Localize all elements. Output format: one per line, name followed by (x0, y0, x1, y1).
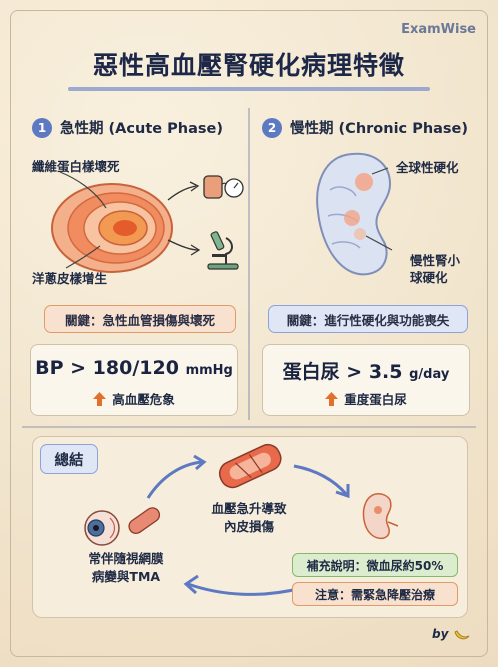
arrow-up-icon (93, 391, 107, 406)
chronic-section-heading: 2 慢性期 (Chronic Phase) (262, 117, 468, 138)
arrow-to-microscope (167, 239, 199, 251)
eye-icon (84, 510, 120, 546)
acute-stat-unit: mmHg (185, 363, 233, 378)
acute-stat-main: BP > 180/120 mmHg (35, 357, 233, 379)
summary-endothelial-text: 血壓急升導致 內皮損傷 (211, 501, 287, 534)
blood-pressure-monitor-icon (203, 175, 244, 199)
chronic-stat-sub: 重度蛋白尿 (263, 389, 469, 408)
supplement-note: 補充說明：微血尿約50% (292, 553, 458, 577)
page-title: 惡性高血壓腎硬化病理特徵 (92, 51, 405, 80)
kidney-illustration (316, 152, 393, 276)
warning-note: 注意：需緊急降壓治療 (292, 582, 458, 606)
section-divider-vertical (248, 108, 250, 420)
section-divider-horizontal (22, 426, 476, 428)
chronic-stat-main: 蛋白尿 > 3.5 g/day (282, 361, 450, 383)
summary-cycle-diagram (84, 443, 399, 596)
acute-number-badge: 1 (32, 117, 52, 138)
chronic-heading-text: 慢性期 (Chronic Phase) (290, 121, 469, 137)
acute-heading-text: 急性期 (Acute Phase) (60, 121, 223, 137)
chronic-glomerulosclerosis-label: 慢性腎小 球硬化 (410, 253, 461, 285)
cycle-arrow-right-down (293, 464, 348, 495)
summary-retinopathy-text: 常伴隨視網膜 病變與TMA (88, 551, 164, 584)
acute-stat-sub: 高血壓危象 (31, 389, 237, 408)
acute-key-box: 關鍵：急性血管損傷與壞死 (44, 305, 236, 333)
chronic-stat-unit: g/day (409, 367, 450, 382)
acute-section-heading: 1 急性期 (Acute Phase) (32, 117, 223, 138)
kidney-small-icon (362, 493, 399, 540)
arrow-up-icon (325, 391, 339, 406)
title-underline (68, 87, 430, 91)
brand-logo: ExamWise (401, 22, 476, 37)
acute-stat-card: BP > 180/120 mmHg 高血壓危象 (30, 344, 238, 416)
damaged-vessel-icon (218, 443, 282, 489)
global-sclerosis-label: 全球性硬化 (396, 160, 459, 175)
byline: by (432, 627, 471, 642)
label-pointer-top (59, 171, 107, 209)
onion-skin-label: 洋蔥皮樣增生 (32, 271, 108, 286)
label-pointer-bottom (65, 245, 101, 269)
chronic-key-box: 關鍵：進行性硬化與功能喪失 (268, 305, 468, 333)
summary-title: 總結 (40, 444, 98, 474)
cycle-arrow-left-up (146, 460, 203, 499)
page-frame (10, 10, 488, 657)
cycle-arrow-bottom-left (187, 582, 303, 596)
chronic-stat-card: 蛋白尿 > 3.5 g/day 重度蛋白尿 (262, 344, 470, 416)
acute-illustration (51, 171, 244, 273)
banana-icon (454, 629, 469, 639)
arrow-to-bp-monitor (167, 185, 197, 201)
retinal-vessel-icon (128, 507, 161, 534)
blood-vessel-cross-section (51, 183, 173, 273)
microscope-icon (207, 231, 239, 270)
chronic-number-badge: 2 (262, 117, 282, 138)
fibrinoid-necrosis-label: 纖維蛋白樣壞死 (32, 159, 120, 174)
